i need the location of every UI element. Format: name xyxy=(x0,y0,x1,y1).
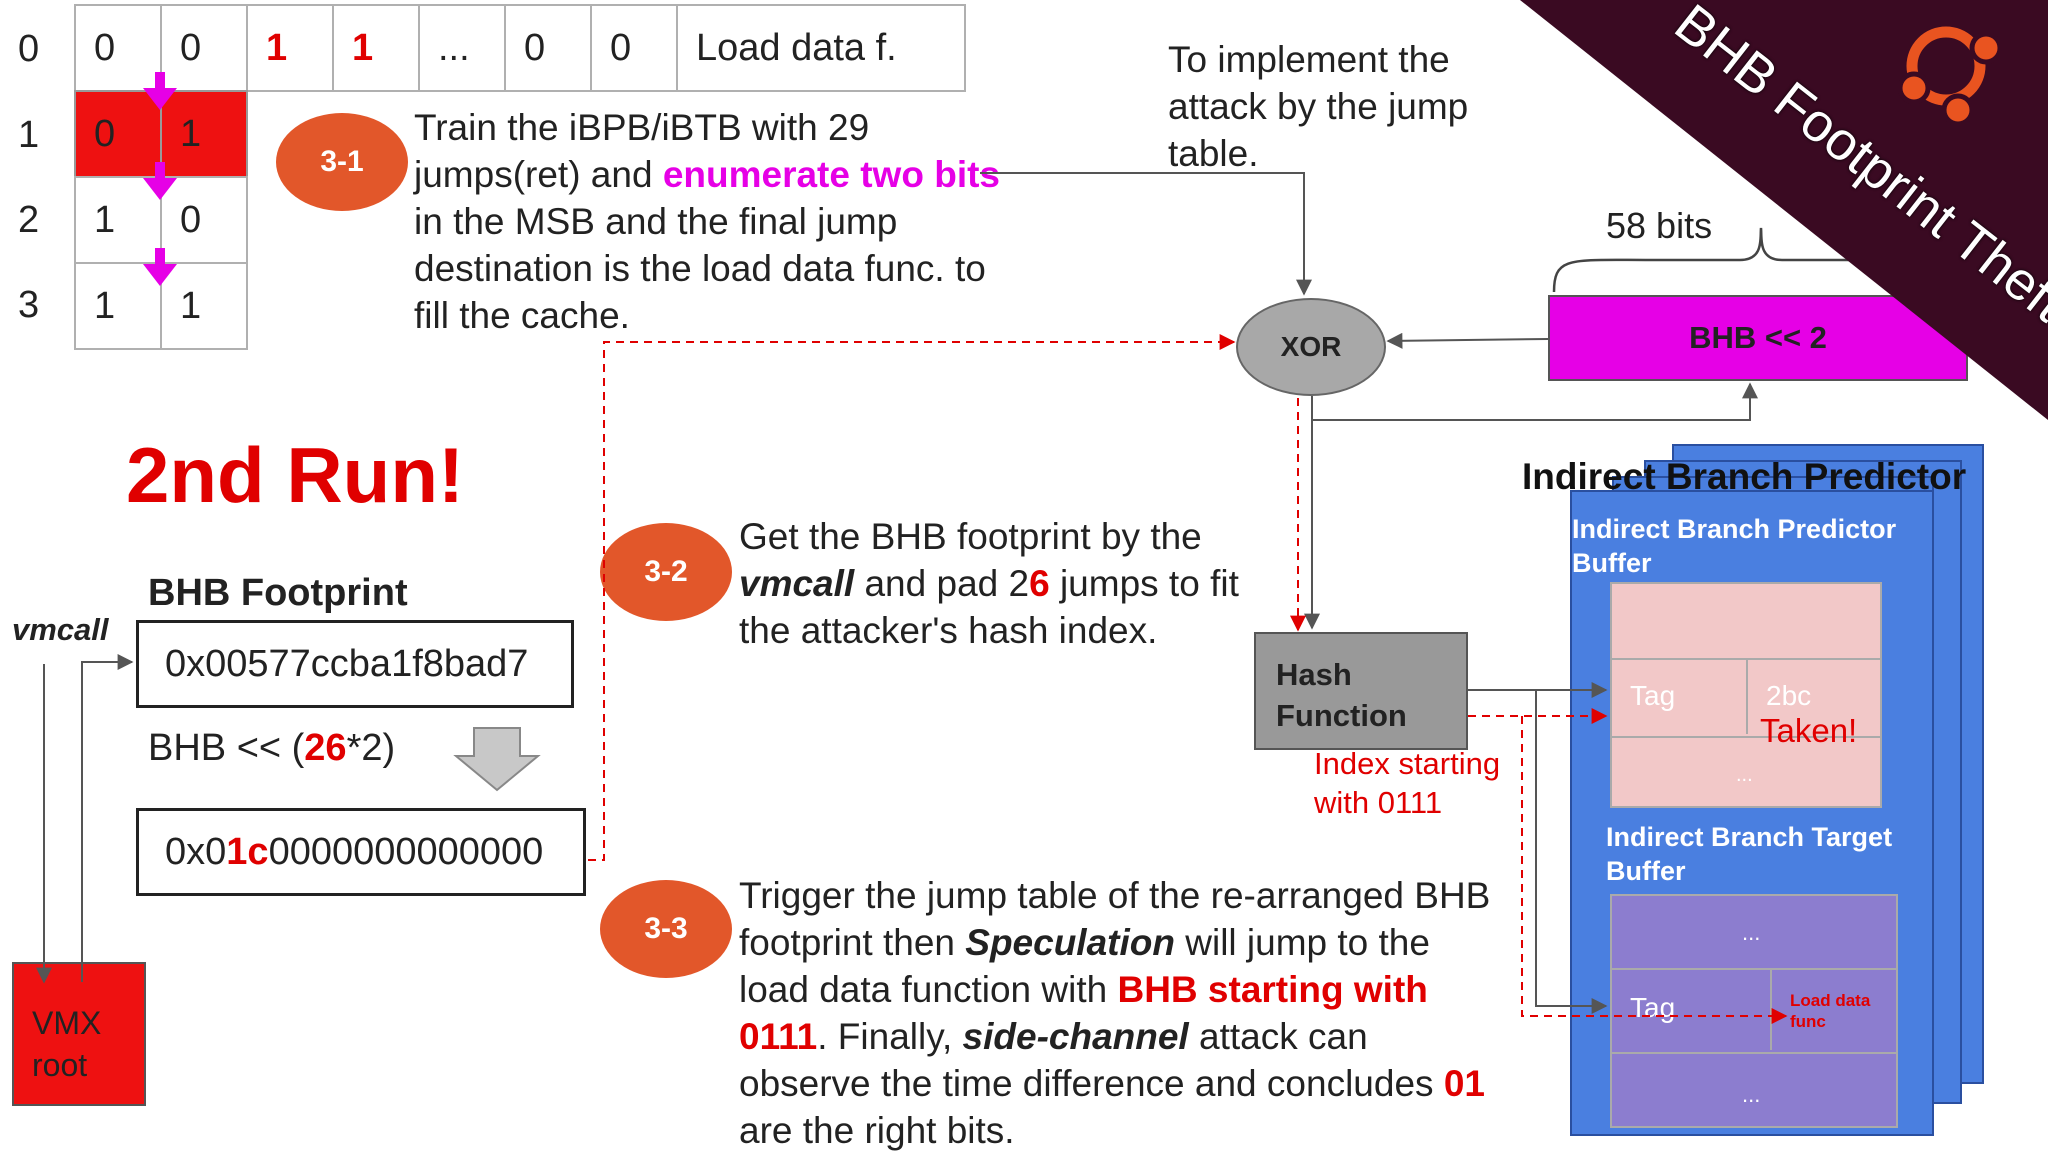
footprint-title: BHB Footprint xyxy=(148,572,408,614)
page-heading: 2nd Run! xyxy=(126,431,464,519)
hash-function-box: Hash Function xyxy=(1254,632,1468,750)
target-row xyxy=(1612,968,1896,1054)
target-tag: Tag xyxy=(1630,992,1676,1023)
taken-label: Taken! xyxy=(1760,712,1858,749)
step-3-2-badge: 3-2 xyxy=(600,523,732,621)
load-data-func: Load data func xyxy=(1790,991,1871,1031)
step-3-2-text: Get the BHB footprint by the vmcall and … xyxy=(739,516,1239,651)
index-note: Index starting with 0111 xyxy=(1314,746,1501,820)
jump-table-note: To implement the attack by the jump tabl… xyxy=(1168,39,1469,174)
row-label-3: 3 xyxy=(18,284,40,326)
table-cell: 0 xyxy=(74,90,162,178)
table-cell: 1 xyxy=(160,90,248,178)
predictor-divider xyxy=(1746,658,1748,734)
row-label-0: 0 xyxy=(18,28,40,70)
predictor-buffer: Tag 2bc Taken! ... xyxy=(1610,582,1882,808)
step-3-1-badge: 3-1 xyxy=(276,113,408,211)
step-3-3-text: Trigger the jump table of the re-arrange… xyxy=(739,875,1491,1151)
row-label-2: 2 xyxy=(18,199,40,241)
target-divider xyxy=(1770,968,1772,1050)
predictor-dots: ... xyxy=(1736,764,1753,786)
step-3-3-badge: 3-3 xyxy=(600,880,732,978)
target-dots-bottom: ... xyxy=(1742,1082,1761,1107)
ibp-title: Indirect Branch Predictor xyxy=(1522,456,1967,497)
bits-label: 58 bits xyxy=(1606,205,1713,246)
ibp-buffer-label: Indirect Branch Predictor Buffer xyxy=(1572,514,1897,578)
target-dots-top: ... xyxy=(1742,920,1761,945)
target-buffer-label: Indirect Branch Target Buffer xyxy=(1606,822,1893,886)
xor-node: XOR xyxy=(1236,298,1386,396)
predictor-value: 2bc xyxy=(1766,680,1812,711)
table-cell: Load data f. xyxy=(676,4,966,92)
corner-banner xyxy=(1520,0,2048,420)
vmx-root-box: VMX root xyxy=(12,962,146,1106)
shift-expression: BHB << (26*2) xyxy=(148,727,396,769)
row-label-1: 1 xyxy=(18,114,40,156)
ubuntu-logo-icon xyxy=(1897,26,2003,126)
bhb-shift-box: BHB << 2 xyxy=(1548,295,1968,381)
step-3-1-text: Train the iBPB/iBTB with 29 jumps(ret) a… xyxy=(414,107,1000,336)
down-arrow-icon xyxy=(453,727,541,792)
footprint-value: 0x00577ccba1f8bad7 xyxy=(136,620,574,708)
table-arrows xyxy=(143,72,177,286)
table-cell: ... xyxy=(418,4,506,92)
target-buffer: ... Tag Load data func ... xyxy=(1610,894,1898,1128)
table-cell: 1 xyxy=(160,262,248,350)
vmcall-label: vmcall xyxy=(12,612,109,647)
predictor-tag: Tag xyxy=(1630,680,1676,711)
